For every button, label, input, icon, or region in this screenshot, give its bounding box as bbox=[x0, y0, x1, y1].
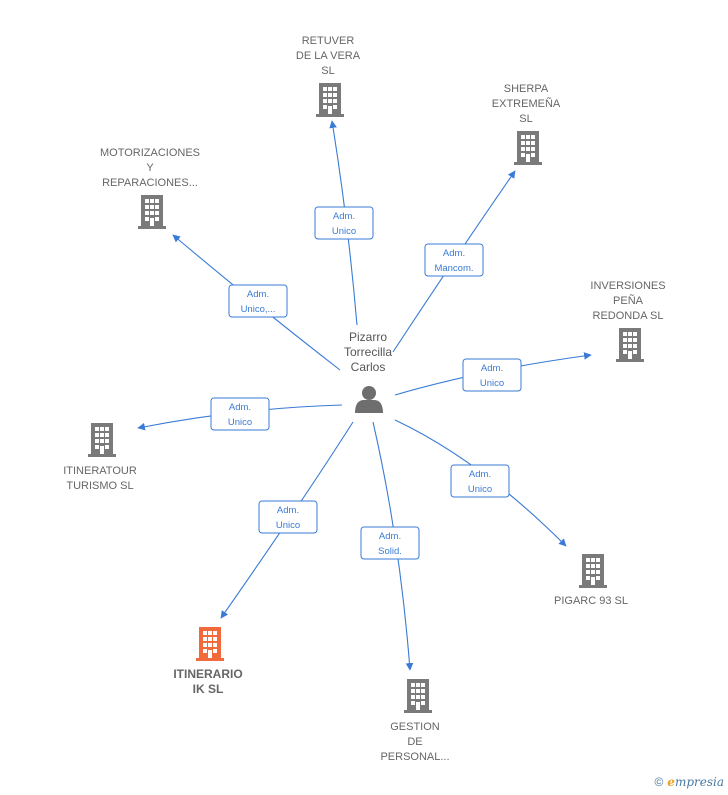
building-icon bbox=[316, 83, 344, 117]
role-badge-motorizaciones[interactable]: Adm. Unico,... bbox=[228, 284, 288, 318]
building-icon bbox=[579, 554, 607, 588]
role-badge-box bbox=[462, 358, 522, 392]
building-icon bbox=[404, 679, 432, 713]
company-name-line: SL bbox=[321, 65, 334, 77]
company-name-line: TURISMO SL bbox=[66, 480, 133, 492]
company-name-line: ITINERARIO bbox=[173, 667, 242, 681]
company-name-line: INVERSIONES bbox=[590, 280, 665, 292]
company-name-line: RETUVER bbox=[302, 35, 355, 47]
role-text: Adm. bbox=[229, 402, 251, 413]
brand-initial: e bbox=[667, 775, 675, 789]
role-text: Adm. bbox=[443, 248, 465, 259]
company-node-inversiones[interactable]: INVERSIONES PEÑA REDONDA SL bbox=[590, 280, 666, 362]
role-badge-itinerario[interactable]: Adm. Unico bbox=[258, 500, 318, 534]
building-icon bbox=[138, 195, 166, 229]
role-text: Adm. bbox=[481, 363, 503, 374]
company-name-line: IK SL bbox=[193, 682, 224, 696]
company-name-line: DE LA VERA bbox=[296, 50, 361, 62]
role-badge-box bbox=[424, 243, 484, 277]
company-name-line: PERSONAL... bbox=[380, 751, 449, 763]
company-name-line: PEÑA bbox=[613, 294, 644, 307]
role-badge-retuver[interactable]: Adm. Unico bbox=[314, 206, 374, 240]
company-name-line: EXTREMEÑA bbox=[492, 97, 561, 110]
role-text: Unico bbox=[332, 226, 356, 237]
company-node-retuver[interactable]: RETUVER DE LA VERA SL bbox=[296, 35, 361, 117]
role-badge-box bbox=[450, 464, 510, 498]
building-icon bbox=[196, 627, 224, 661]
role-badge-gestion[interactable]: Adm. Solid. bbox=[360, 526, 420, 560]
footer-brand: ©empresia bbox=[654, 775, 724, 789]
role-text: Adm. bbox=[333, 211, 355, 222]
company-node-itineratour[interactable]: ITINERATOUR TURISMO SL bbox=[63, 423, 137, 492]
role-text: Adm. bbox=[277, 505, 299, 516]
building-icon bbox=[88, 423, 116, 457]
brand-name: mpresia bbox=[674, 775, 724, 789]
role-badge-box bbox=[360, 526, 420, 560]
person-name-line: Carlos bbox=[351, 360, 386, 374]
role-text: Adm. bbox=[379, 531, 401, 542]
company-node-pigarc[interactable]: PIGARC 93 SL bbox=[554, 554, 628, 607]
role-badge-box bbox=[258, 500, 318, 534]
company-name-line: REPARACIONES... bbox=[102, 177, 198, 189]
company-name-line: Y bbox=[146, 162, 154, 174]
role-badge-pigarc[interactable]: Adm. Unico bbox=[450, 464, 510, 498]
company-node-motorizaciones[interactable]: MOTORIZACIONES Y REPARACIONES... bbox=[100, 147, 200, 229]
person-icon bbox=[355, 386, 383, 413]
role-text: Solid. bbox=[378, 546, 402, 557]
company-node-gestion[interactable]: GESTION DE PERSONAL... bbox=[380, 679, 450, 763]
company-name-line: SHERPA bbox=[504, 83, 549, 95]
building-icon bbox=[616, 328, 644, 362]
role-text: Unico bbox=[228, 417, 252, 428]
role-badge-box bbox=[210, 397, 270, 431]
company-node-sherpa[interactable]: SHERPA EXTREMEÑA SL bbox=[492, 83, 561, 165]
role-text: Adm. bbox=[247, 289, 269, 300]
company-name-line: SL bbox=[519, 113, 532, 125]
company-name-line: DE bbox=[407, 736, 422, 748]
company-name-line: PIGARC 93 SL bbox=[554, 595, 628, 607]
role-text: Mancom. bbox=[434, 263, 473, 274]
role-text: Unico bbox=[276, 520, 300, 531]
role-text: Unico,... bbox=[241, 304, 276, 315]
company-name-line: ITINERATOUR bbox=[63, 465, 137, 477]
company-name-line: REDONDA SL bbox=[593, 310, 664, 322]
company-name-line: MOTORIZACIONES bbox=[100, 147, 200, 159]
person-name-line: Pizarro bbox=[349, 330, 387, 344]
role-badge-sherpa[interactable]: Adm. Mancom. bbox=[424, 243, 484, 277]
copyright-symbol: © bbox=[654, 775, 664, 789]
role-text: Unico bbox=[480, 378, 504, 389]
building-icon bbox=[514, 131, 542, 165]
role-badge-itineratour[interactable]: Adm. Unico bbox=[210, 397, 270, 431]
company-name-line: GESTION bbox=[390, 721, 440, 733]
role-badge-box bbox=[314, 206, 374, 240]
role-text: Unico bbox=[468, 484, 492, 495]
role-text: Adm. bbox=[469, 469, 491, 480]
role-badge-inversiones[interactable]: Adm. Unico bbox=[462, 358, 522, 392]
role-badge-box bbox=[228, 284, 288, 318]
person-name-line: Torrecilla bbox=[344, 345, 392, 359]
